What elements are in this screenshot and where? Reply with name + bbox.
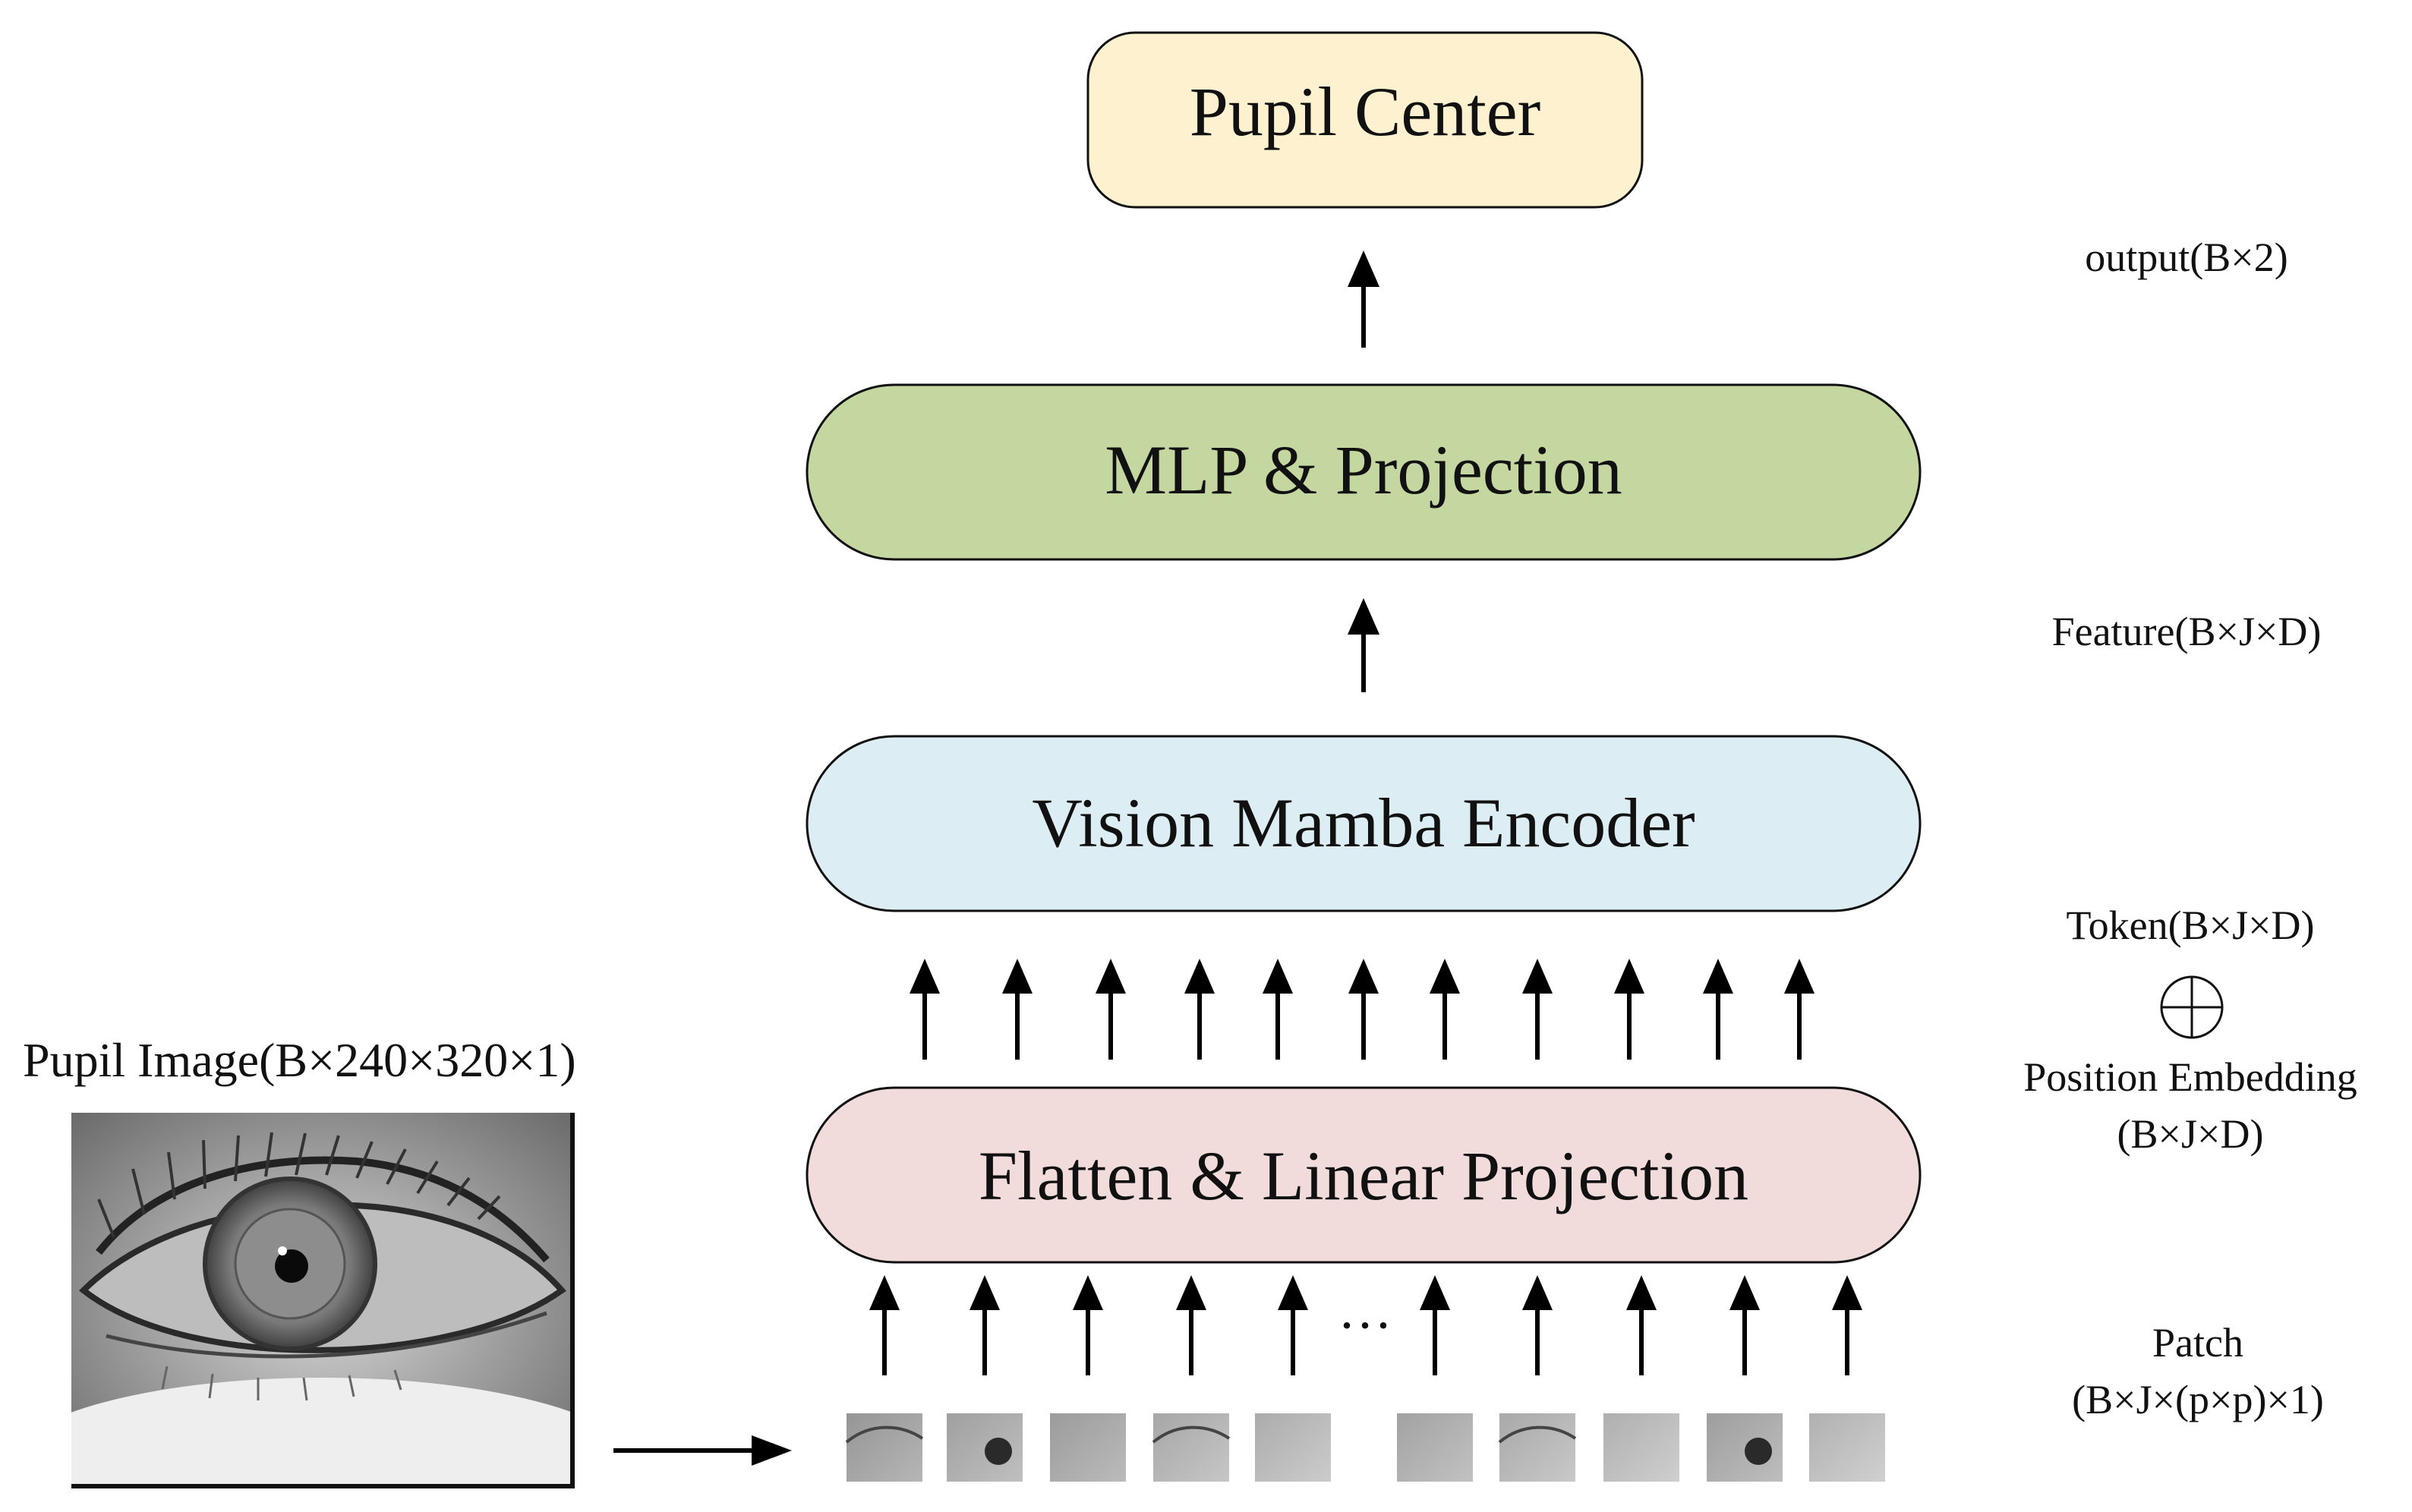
arrow-encoder-to-mlp [1348, 598, 1379, 692]
token-arrow [1002, 959, 1033, 1060]
token-arrow [1096, 959, 1126, 1060]
token-arrow [910, 959, 940, 1060]
patch-thumbnails [845, 1413, 1885, 1482]
mlp-projection-box-shape [806, 383, 1922, 561]
token-arrow [1522, 959, 1553, 1060]
token-arrow [1614, 959, 1644, 1060]
patch-arrow [1729, 1275, 1760, 1375]
patch-dims-annotation: (B×J×(p×p)×1) [2072, 1377, 2324, 1422]
patch-arrow [970, 1275, 1000, 1375]
arrow-image-to-patches [613, 1435, 792, 1466]
patch-arrow [1832, 1275, 1862, 1375]
patch-thumbnail [1603, 1413, 1679, 1482]
patch-thumbnail [1707, 1413, 1783, 1482]
pupil-center-label: Pupil Center [1190, 73, 1541, 150]
ellipsis: ··· [1338, 1295, 1392, 1356]
vision-mamba-encoder-box: Vision Mamba Encoder [806, 735, 1922, 912]
patch-thumbnail [1152, 1413, 1231, 1482]
token-annotation: Token(B×J×D) [2066, 902, 2314, 948]
token-arrow [1184, 959, 1215, 1060]
token-arrow [1703, 959, 1733, 1060]
patch-thumbnail [1809, 1413, 1885, 1482]
patch-arrow [1073, 1275, 1103, 1375]
token-arrow [1430, 959, 1460, 1060]
patch-arrow [1626, 1275, 1657, 1375]
flatten-linear-projection-label: Flatten & Linear Projection [979, 1137, 1748, 1214]
token-arrow [1348, 959, 1379, 1060]
token-arrow [1263, 959, 1293, 1060]
patch-thumbnail [947, 1413, 1023, 1482]
patch-arrow [1522, 1275, 1553, 1375]
patch-arrows [869, 1275, 1862, 1375]
mlp-projection-label: MLP & Projection [1105, 431, 1622, 509]
position-embedding-dims: (B×J×D) [2117, 1111, 2264, 1157]
mlp-projection-box: MLP & Projection [806, 383, 1922, 561]
patch-thumbnail [1050, 1413, 1126, 1482]
position-embedding-annotation: Position Embedding [2023, 1054, 2357, 1100]
pupil-image-photo [71, 1113, 572, 1485]
flatten-linear-projection-box: Flatten & Linear Projection [806, 1086, 1922, 1264]
vision-mamba-encoder-label: Vision Mamba Encoder [1032, 784, 1695, 862]
token-arrows [910, 959, 1815, 1060]
patch-thumbnail [1397, 1413, 1473, 1482]
pupil-center-box-shape [1086, 31, 1644, 209]
patch-annotation: Patch [2152, 1320, 2243, 1366]
patch-arrow [1278, 1275, 1308, 1375]
patch-thumbnail [1498, 1413, 1577, 1482]
pupil-center-box: Pupil Center [1086, 31, 1644, 209]
flatten-linear-projection-box-shape [806, 1086, 1922, 1264]
patch-arrow [1176, 1275, 1206, 1375]
add-operator-icon [2160, 975, 2224, 1039]
feature-annotation: Feature(B×J×D) [2052, 609, 2322, 654]
token-arrow [1784, 959, 1815, 1060]
patch-thumbnail [1255, 1413, 1331, 1482]
vision-mamba-encoder-box-shape [806, 735, 1922, 912]
pupil-image-label: Pupil Image(B×240×320×1) [23, 1033, 576, 1087]
patch-arrow [1420, 1275, 1450, 1375]
arrow-mlp-to-output [1348, 250, 1379, 348]
patch-thumbnail [845, 1413, 924, 1482]
patch-arrow [869, 1275, 900, 1375]
output-annotation: output(B×2) [2085, 235, 2287, 280]
